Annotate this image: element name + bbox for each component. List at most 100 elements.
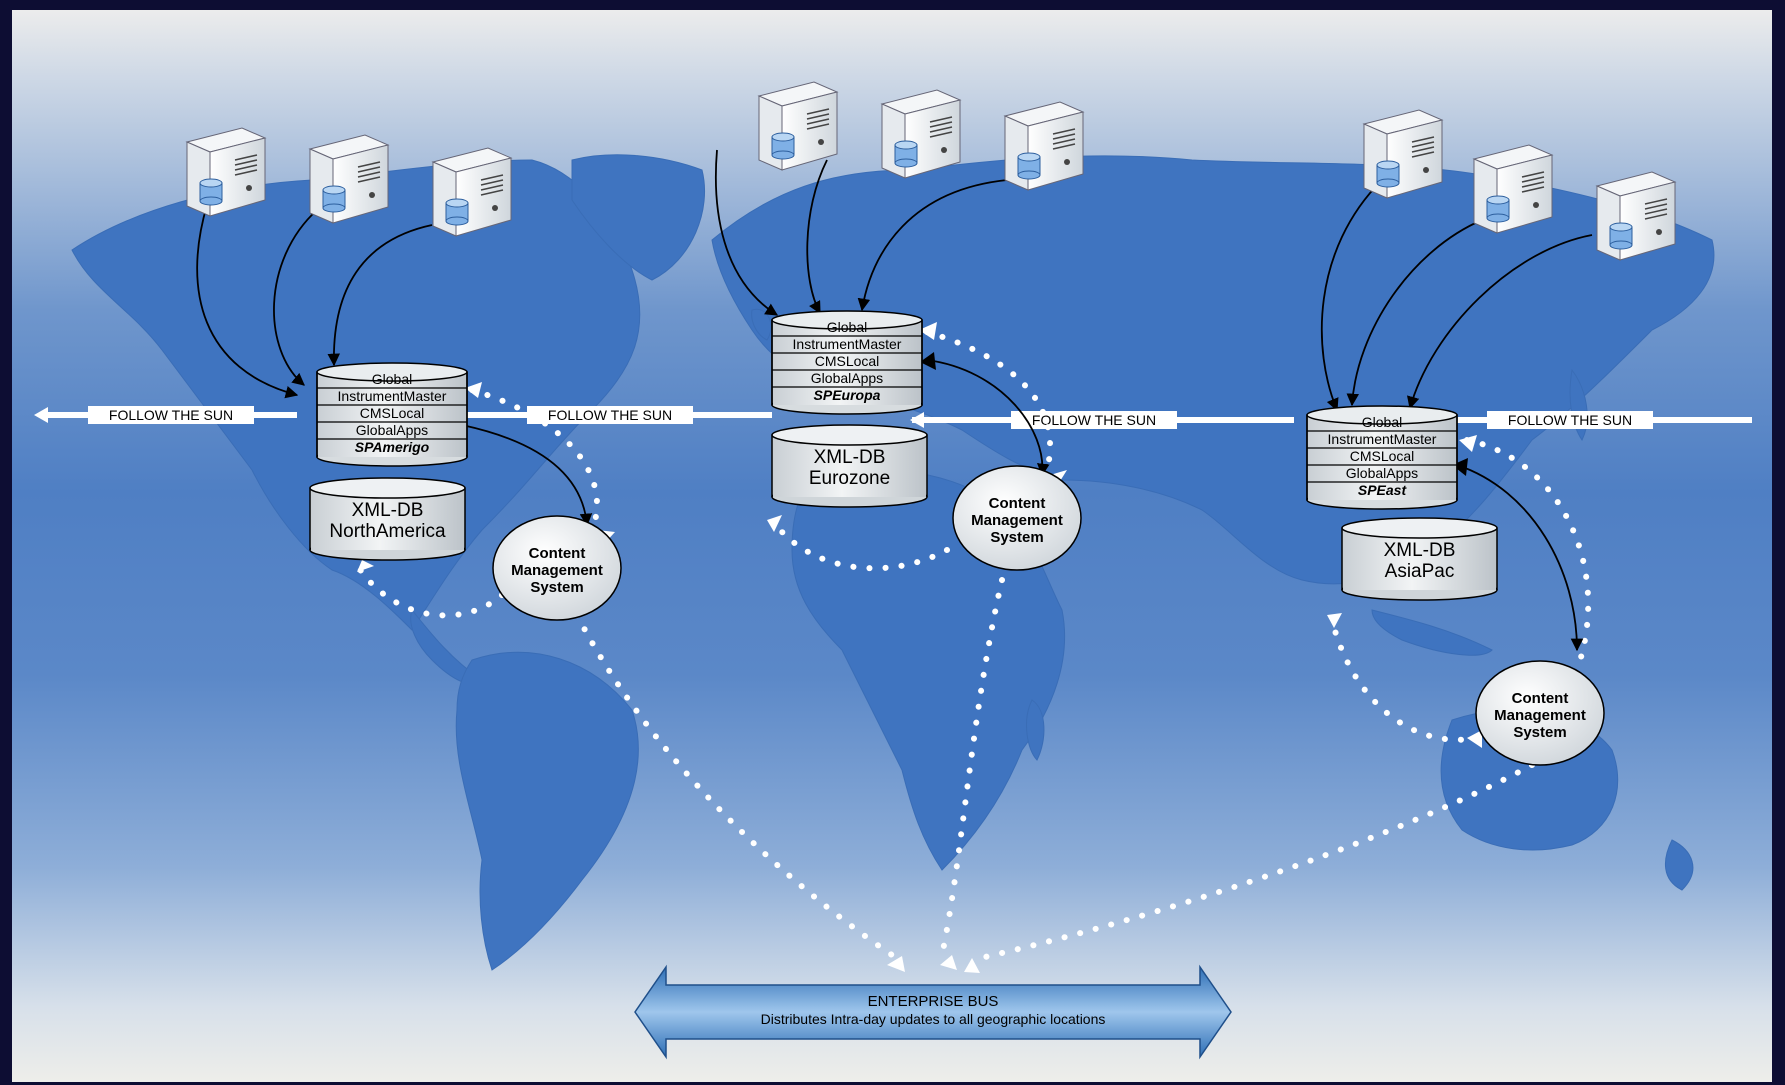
replication-loop	[354, 562, 505, 619]
bidirectional-arrowheads	[920, 352, 1468, 476]
sun-label-bg	[527, 406, 693, 424]
server-icon	[757, 81, 839, 171]
follow-the-sun-line: FOLLOW THE SUN FOLLOW THE SUN FOLLOW THE…	[34, 406, 1752, 429]
cms-label: System	[530, 579, 583, 596]
cms-label: Content	[1512, 690, 1569, 707]
server-to-db-arrow	[1346, 219, 1483, 407]
db-stack-europe: GlobalInstrumentMasterCMSLocalGlobalApps…	[771, 310, 923, 415]
landmass-indonesia	[1371, 609, 1493, 656]
server-icon	[1003, 101, 1085, 191]
follow-the-sun-label: FOLLOW THE SUN	[1508, 412, 1632, 428]
world-map-panel: FOLLOW THE SUN FOLLOW THE SUN FOLLOW THE…	[12, 10, 1772, 1082]
bus-subtitle: Distributes Intra-day updates to all geo…	[761, 1011, 1106, 1027]
cms-label: System	[1513, 724, 1566, 741]
dotted-flow-paths	[354, 329, 1592, 963]
flow-arrowhead-icon	[1467, 730, 1482, 748]
db-table-label: CMSLocal	[815, 353, 880, 369]
db-table-label: SPEuropa	[814, 387, 881, 403]
xml-databases: XML-DBNorthAmericaXML-DBEurozoneXML-DBAs…	[309, 424, 1498, 601]
flow-arrowhead-icon	[887, 956, 905, 972]
replication-loop	[924, 329, 1054, 473]
server-to-db-arrow	[1407, 234, 1593, 410]
sun-label-bg	[1487, 411, 1653, 429]
database-icon	[322, 185, 346, 213]
landmass-greenland	[571, 154, 706, 281]
db-table-label: InstrumentMaster	[338, 388, 447, 404]
db-table-label: CMSLocal	[360, 405, 425, 421]
server-to-db-arrow	[273, 209, 318, 386]
bus-title: ENTERPRISE BUS	[868, 993, 999, 1010]
bus-double-arrow-icon	[634, 964, 1232, 1060]
flow-arrowhead-icon	[767, 515, 782, 532]
database-stacks: GlobalInstrumentMasterCMSLocalGlobalApps…	[316, 310, 1458, 510]
db-table-label: Global	[1362, 414, 1402, 430]
server-icon	[1472, 144, 1554, 234]
arrowhead-icon	[920, 352, 936, 370]
db-table-label: InstrumentMaster	[1328, 431, 1437, 447]
sun-label-bg	[88, 406, 254, 424]
replication-loop	[769, 517, 950, 572]
enterprise-bus: ENTERPRISE BUS Distributes Intra-day upd…	[634, 964, 1232, 1060]
cms-label: Content	[989, 495, 1046, 512]
database-icon	[1017, 152, 1041, 180]
server-to-db-arrow	[196, 204, 299, 399]
server-connectors	[196, 149, 1593, 652]
flow-arrowhead-icon	[919, 322, 937, 340]
db-table-label: GlobalApps	[811, 370, 883, 386]
database-icon	[771, 132, 795, 160]
database-icon	[199, 178, 223, 206]
cms-label: Management	[1494, 707, 1586, 724]
follow-the-sun-label: FOLLOW THE SUN	[548, 407, 672, 423]
server-to-db-arrow	[327, 224, 433, 367]
replication-loop	[1329, 617, 1480, 743]
db-stack-asia: GlobalInstrumentMasterCMSLocalGlobalApps…	[1306, 405, 1458, 510]
server-to-db-arrow	[806, 159, 828, 315]
sun-label-bg	[1011, 411, 1177, 429]
follow-the-sun-label: FOLLOW THE SUN	[1032, 412, 1156, 428]
xml-db-label: NorthAmerica	[329, 521, 446, 542]
db-to-cms-arrow	[1456, 464, 1584, 652]
db-table-label: SPEast	[1358, 482, 1408, 498]
landmass-new-zealand	[1664, 839, 1694, 891]
xml-db-label: XML-DB	[1384, 540, 1456, 561]
server-icon	[431, 147, 513, 237]
xml-db-label: Eurozone	[809, 468, 890, 489]
cms-label: System	[990, 529, 1043, 546]
sun-arrowhead-icon	[34, 407, 48, 423]
follow-the-sun-label: FOLLOW THE SUN	[109, 407, 233, 423]
server-to-db-arrow	[857, 179, 1008, 312]
server-group	[185, 81, 1677, 261]
world-landmass	[71, 154, 1715, 971]
db-table-label: SPAmerigo	[355, 439, 430, 455]
server-icon	[1595, 171, 1677, 261]
landmass-uk	[751, 308, 772, 341]
cms-label: Management	[971, 512, 1063, 529]
db-to-cms-arrow	[461, 424, 593, 527]
flow-arrowhead-icon	[1459, 435, 1477, 452]
db-table-label: CMSLocal	[1350, 448, 1415, 464]
xml-db-label: XML-DB	[814, 447, 886, 468]
db-table-label: GlobalApps	[1346, 465, 1418, 481]
sun-arrowhead-icon	[910, 412, 924, 428]
database-icon	[894, 140, 918, 168]
flow-arrowhead-icon	[465, 382, 482, 398]
database-icon	[1609, 222, 1633, 250]
db-table-label: Global	[827, 319, 867, 335]
database-icon	[445, 198, 469, 226]
db-stack-americas: GlobalInstrumentMasterCMSLocalGlobalApps…	[316, 362, 468, 467]
architecture-diagram: FOLLOW THE SUN FOLLOW THE SUN FOLLOW THE…	[34, 81, 1752, 1060]
flow-arrowhead-icon	[964, 958, 980, 973]
content-management-systems: ContentManagementSystemContentManagement…	[492, 465, 1605, 766]
server-icon	[308, 134, 390, 224]
bus-flow-asia	[969, 762, 1535, 963]
database-icon	[1376, 160, 1400, 188]
bus-flow-europe	[939, 577, 1005, 958]
db-to-cms-arrow	[926, 359, 1050, 477]
landmass-eurasia	[711, 155, 1715, 585]
flow-arrowhead-icon	[1327, 613, 1342, 628]
